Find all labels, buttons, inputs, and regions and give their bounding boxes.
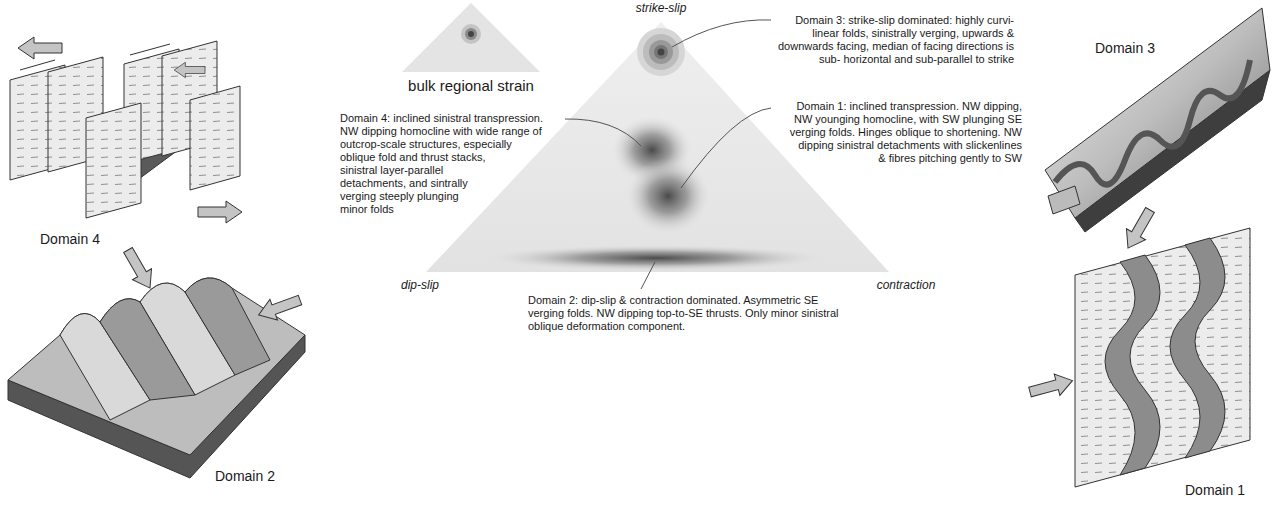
domain-note: Domain 2: dip-slip & contraction dominat…	[528, 294, 848, 333]
domain-note: Domain 4: inclined sinistral transpressi…	[340, 112, 543, 215]
leader-line	[681, 108, 771, 188]
annotation-block: Domain 4: inclined sinistral transpressi…	[340, 112, 560, 272]
figure-label: Domain 2	[215, 468, 275, 484]
domain2-block	[8, 278, 305, 478]
leader-line	[565, 119, 641, 146]
domain-note: Domain 3: strike-slip dominated: highly …	[776, 14, 1014, 66]
leader-line	[641, 262, 655, 289]
annotation-block: Domain 1: inclined transpression. NW dip…	[777, 100, 1022, 270]
wrap-guide	[777, 100, 897, 270]
inset-label: bulk regional strain	[390, 77, 552, 94]
domain1-slab	[1075, 228, 1250, 487]
axis-label: dip-slip	[370, 278, 470, 292]
leader-line	[672, 20, 771, 47]
axis-label: strike-slip	[611, 1, 711, 15]
axis-label: contraction	[856, 278, 956, 292]
bulk-strain-triangle	[402, 3, 540, 72]
figure-label: Domain 3	[1095, 40, 1155, 56]
domain4-block	[10, 41, 240, 218]
figure-label: Domain 4	[40, 231, 100, 247]
domain-note: Domain 1: inclined transpression. NW dip…	[790, 100, 1022, 164]
figure-label: Domain 1	[1185, 482, 1245, 498]
domain3-sheet	[1045, 8, 1270, 232]
